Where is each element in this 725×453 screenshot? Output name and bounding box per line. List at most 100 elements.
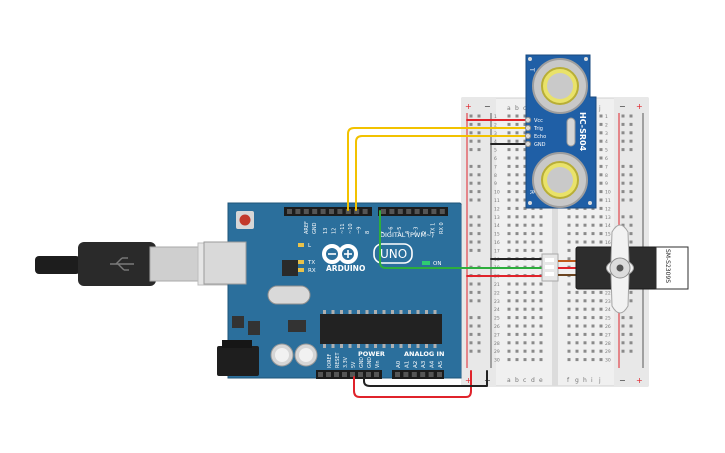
breadboard-hole[interactable] <box>515 190 519 194</box>
analog-header-hole[interactable] <box>420 372 426 377</box>
breadboard-hole[interactable] <box>507 248 511 252</box>
breadboard-hole[interactable] <box>523 223 527 227</box>
breadboard-hole[interactable] <box>591 316 595 320</box>
rail-hole[interactable] <box>469 148 473 152</box>
breadboard-hole[interactable] <box>591 358 595 362</box>
breadboard-hole[interactable] <box>599 349 603 353</box>
digital-header-hole[interactable] <box>397 209 403 214</box>
breadboard-hole[interactable] <box>531 307 535 311</box>
breadboard-hole[interactable] <box>531 341 535 345</box>
digital-header-hole[interactable] <box>381 209 386 214</box>
breadboard-hole[interactable] <box>539 290 543 294</box>
rail-hole[interactable] <box>629 341 633 345</box>
power-header-hole[interactable] <box>350 372 355 377</box>
analog-header-hole[interactable] <box>437 372 442 377</box>
breadboard-hole[interactable] <box>599 206 603 210</box>
digital-header-hole[interactable] <box>295 209 301 214</box>
breadboard-hole[interactable] <box>575 341 579 345</box>
breadboard-hole[interactable] <box>515 206 519 210</box>
breadboard-hole[interactable] <box>591 324 595 328</box>
rail-hole[interactable] <box>477 198 481 202</box>
rail-hole[interactable] <box>629 131 633 135</box>
breadboard-hole[interactable] <box>591 349 595 353</box>
rail-hole[interactable] <box>469 173 473 177</box>
breadboard-hole[interactable] <box>599 173 603 177</box>
breadboard-hole[interactable] <box>567 316 571 320</box>
breadboard-hole[interactable] <box>599 341 603 345</box>
rail-hole[interactable] <box>629 349 633 353</box>
breadboard-hole[interactable] <box>599 181 603 185</box>
breadboard-hole[interactable] <box>539 324 543 328</box>
breadboard-hole[interactable] <box>599 240 603 244</box>
breadboard-hole[interactable] <box>575 349 579 353</box>
breadboard-hole[interactable] <box>523 198 527 202</box>
breadboard-hole[interactable] <box>539 316 543 320</box>
breadboard-hole[interactable] <box>507 240 511 244</box>
breadboard-hole[interactable] <box>583 316 587 320</box>
breadboard-hole[interactable] <box>523 349 527 353</box>
breadboard-hole[interactable] <box>539 215 543 219</box>
breadboard-hole[interactable] <box>515 232 519 236</box>
breadboard-hole[interactable] <box>575 307 579 311</box>
rail-hole[interactable] <box>629 316 633 320</box>
breadboard-hole[interactable] <box>531 332 535 336</box>
rail-hole[interactable] <box>621 215 625 219</box>
analog-header-hole[interactable] <box>411 372 417 377</box>
rail-hole[interactable] <box>477 232 481 236</box>
rail-hole[interactable] <box>469 290 473 294</box>
breadboard-hole[interactable] <box>539 299 543 303</box>
rail-hole[interactable] <box>629 190 633 194</box>
breadboard-hole[interactable] <box>515 173 519 177</box>
rail-hole[interactable] <box>477 341 481 345</box>
rail-hole[interactable] <box>621 223 625 227</box>
power-header-hole[interactable] <box>326 372 331 377</box>
breadboard-hole[interactable] <box>599 148 603 152</box>
breadboard-hole[interactable] <box>515 324 519 328</box>
breadboard-hole[interactable] <box>567 341 571 345</box>
rail-hole[interactable] <box>469 299 473 303</box>
analog-header-hole[interactable] <box>428 372 434 377</box>
breadboard-hole[interactable] <box>507 164 511 168</box>
breadboard-hole[interactable] <box>523 324 527 328</box>
rail-hole[interactable] <box>469 223 473 227</box>
rail-hole[interactable] <box>477 290 481 294</box>
breadboard-hole[interactable] <box>507 316 511 320</box>
breadboard-hole[interactable] <box>523 248 527 252</box>
rail-hole[interactable] <box>621 181 625 185</box>
rail-hole[interactable] <box>629 332 633 336</box>
breadboard-hole[interactable] <box>523 181 527 185</box>
breadboard-hole[interactable] <box>539 282 543 286</box>
rail-hole[interactable] <box>469 139 473 143</box>
digital-header-hole[interactable] <box>337 209 343 214</box>
breadboard-hole[interactable] <box>523 131 527 135</box>
rail-hole[interactable] <box>621 349 625 353</box>
breadboard-hole[interactable] <box>523 299 527 303</box>
rail-hole[interactable] <box>621 173 625 177</box>
breadboard-hole[interactable] <box>515 341 519 345</box>
servo-motor[interactable]: SM-S2309S <box>541 224 689 314</box>
breadboard-hole[interactable] <box>523 156 527 160</box>
rail-hole[interactable] <box>621 332 625 336</box>
rail-hole[interactable] <box>469 332 473 336</box>
breadboard-hole[interactable] <box>531 299 535 303</box>
breadboard-hole[interactable] <box>507 282 511 286</box>
sensor-pin[interactable] <box>524 140 532 148</box>
analog-header-hole[interactable] <box>395 372 400 377</box>
rail-hole[interactable] <box>477 215 481 219</box>
rail-hole[interactable] <box>477 131 481 135</box>
rail-hole[interactable] <box>629 215 633 219</box>
breadboard-hole[interactable] <box>539 240 543 244</box>
rail-hole[interactable] <box>477 190 481 194</box>
breadboard-hole[interactable] <box>515 316 519 320</box>
breadboard-hole[interactable] <box>507 232 511 236</box>
breadboard-hole[interactable] <box>523 148 527 152</box>
breadboard-hole[interactable] <box>515 139 519 143</box>
rail-hole[interactable] <box>629 122 633 126</box>
breadboard-hole[interactable] <box>507 139 511 143</box>
breadboard-hole[interactable] <box>583 290 587 294</box>
breadboard-hole[interactable] <box>507 307 511 311</box>
rail-hole[interactable] <box>477 181 481 185</box>
breadboard-hole[interactable] <box>599 114 603 118</box>
rail-hole[interactable] <box>469 215 473 219</box>
breadboard-hole[interactable] <box>539 307 543 311</box>
